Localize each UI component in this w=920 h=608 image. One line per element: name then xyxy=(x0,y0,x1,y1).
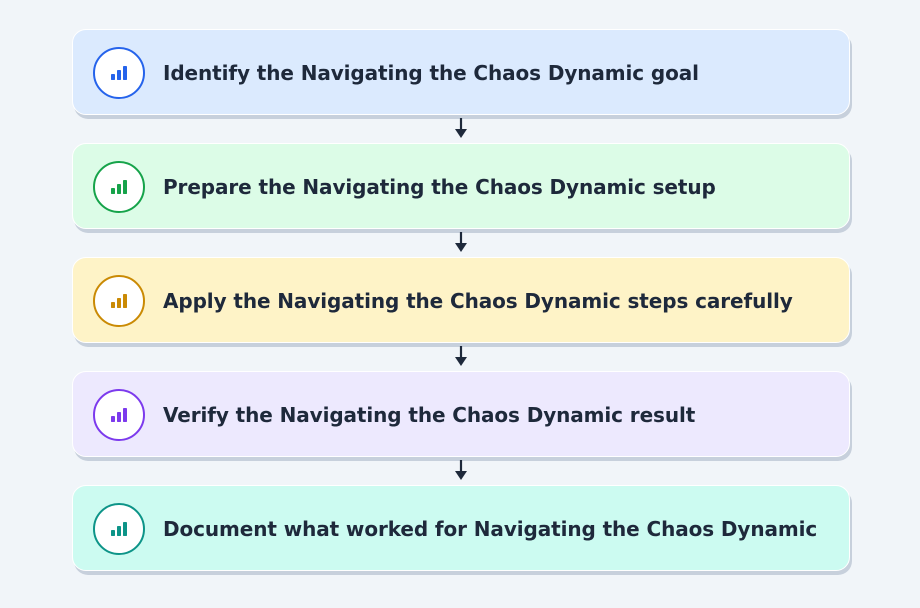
step-4: Verify the Navigating the Chaos Dynamic … xyxy=(72,371,850,457)
step-1: Identify the Navigating the Chaos Dynami… xyxy=(72,29,850,115)
bar-chart-icon xyxy=(111,408,127,422)
arrow-down-icon xyxy=(455,232,467,252)
step-4-icon-circle xyxy=(93,389,145,441)
step-5-icon-circle xyxy=(93,503,145,555)
bar-chart-icon xyxy=(111,180,127,194)
step-2: Prepare the Navigating the Chaos Dynamic… xyxy=(72,143,850,229)
step-3-icon-circle xyxy=(93,275,145,327)
bar-chart-icon xyxy=(111,294,127,308)
arrow-down-icon xyxy=(455,118,467,138)
step-1-label: Identify the Navigating the Chaos Dynami… xyxy=(163,61,699,85)
arrow-down-icon xyxy=(455,460,467,480)
bar-chart-icon xyxy=(111,522,127,536)
connector-2 xyxy=(72,229,850,257)
step-5-label: Document what worked for Navigating the … xyxy=(163,517,818,541)
step-3-label: Apply the Navigating the Chaos Dynamic s… xyxy=(163,289,793,313)
connector-1 xyxy=(72,115,850,143)
flowchart: Identify the Navigating the Chaos Dynami… xyxy=(72,29,850,571)
step-4-label: Verify the Navigating the Chaos Dynamic … xyxy=(163,403,696,427)
step-5: Document what worked for Navigating the … xyxy=(72,485,850,571)
arrow-down-icon xyxy=(455,346,467,366)
step-2-icon-circle xyxy=(93,161,145,213)
connector-4 xyxy=(72,457,850,485)
step-2-label: Prepare the Navigating the Chaos Dynamic… xyxy=(163,175,716,199)
bar-chart-icon xyxy=(111,66,127,80)
connector-3 xyxy=(72,343,850,371)
step-1-icon-circle xyxy=(93,47,145,99)
step-3: Apply the Navigating the Chaos Dynamic s… xyxy=(72,257,850,343)
